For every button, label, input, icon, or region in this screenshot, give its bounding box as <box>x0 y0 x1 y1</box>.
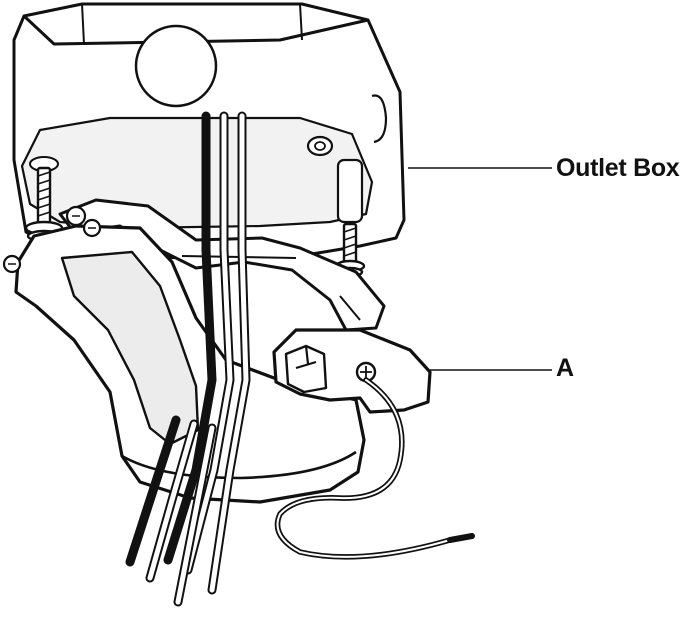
callout-lines <box>408 167 552 371</box>
side-knockout <box>371 94 388 144</box>
ground-screw-slot <box>360 366 372 378</box>
part-a-label: A <box>556 354 574 382</box>
knockout-circle <box>134 24 218 108</box>
housing-base-ring <box>121 450 357 480</box>
tab-screw-slots <box>8 215 96 265</box>
internal-post <box>336 158 364 224</box>
mounting-tab-hole-inner <box>314 141 326 151</box>
outlet-box-label: Outlet Box <box>556 154 680 182</box>
housing-inner-left <box>60 250 200 446</box>
ground-wire <box>274 377 475 560</box>
mounting-block-notch <box>295 345 317 370</box>
supply-wires <box>163 111 251 595</box>
fixture-leads <box>125 415 217 607</box>
box-edge-lines <box>81 3 303 45</box>
black-lead <box>125 415 181 567</box>
fixture-housing <box>2 205 432 504</box>
ground-wire-tip <box>447 533 475 543</box>
